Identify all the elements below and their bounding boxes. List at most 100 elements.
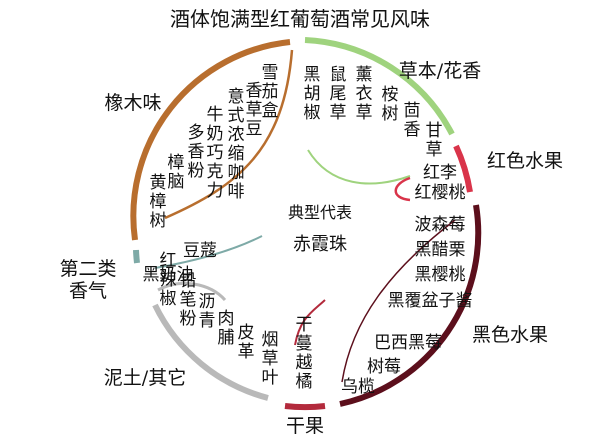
note-pepper-red: 红辣椒 — [160, 251, 177, 309]
note-cigar-box: 雪茄盒 — [262, 63, 279, 121]
center-label: 典型代表 — [288, 203, 352, 222]
svg-text:蔓: 蔓 — [296, 334, 313, 354]
note-blackberry-jam: 黑覆盆子酱 — [388, 291, 473, 311]
note-brazilian-blackberry: 巴西黑莓 — [374, 333, 442, 353]
svg-text:椒: 椒 — [304, 103, 321, 123]
red-fruit-connector — [394, 176, 411, 202]
note-camphor: 樟脑 — [168, 153, 185, 192]
svg-text:多: 多 — [188, 123, 205, 143]
svg-text:沥: 沥 — [199, 292, 216, 312]
flavor-notes: 雪茄盒香草豆意式浓缩咖啡牛奶巧克力多香粉樟脑黄樟树黑胡椒鼠尾草薰衣草桉树茴香甘草… — [143, 63, 473, 397]
svg-text:香: 香 — [404, 120, 421, 140]
svg-text:黑覆盆子酱: 黑覆盆子酱 — [388, 291, 473, 311]
svg-text:辣: 辣 — [160, 270, 177, 290]
svg-text:盒: 盒 — [262, 101, 279, 121]
svg-text:巧: 巧 — [207, 143, 224, 163]
svg-text:力: 力 — [207, 181, 224, 201]
svg-text:树: 树 — [150, 211, 167, 231]
earth-connector — [157, 281, 227, 302]
svg-text:越: 越 — [296, 353, 313, 373]
red-fruit-arc — [453, 144, 473, 193]
center-wine: 赤霞珠 — [293, 234, 347, 255]
svg-text:粉: 粉 — [180, 309, 197, 329]
svg-text:甘: 甘 — [426, 121, 443, 141]
svg-text:红樱桃: 红樱桃 — [415, 183, 466, 203]
svg-text:黑樱桃: 黑樱桃 — [415, 265, 466, 285]
svg-text:黄: 黄 — [150, 173, 167, 193]
note-black-currant: 黑醋栗 — [415, 240, 466, 260]
black-fruit-arc — [339, 204, 482, 407]
svg-text:桉: 桉 — [382, 85, 399, 105]
svg-text:樟: 樟 — [150, 192, 167, 212]
note-black-pepper: 黑胡椒 — [304, 65, 321, 123]
svg-text:橘: 橘 — [296, 372, 313, 392]
svg-text:茄: 茄 — [262, 82, 279, 102]
note-vanilla: 香草豆 — [246, 81, 263, 139]
svg-text:豆: 豆 — [246, 119, 263, 139]
svg-text:奶: 奶 — [207, 124, 224, 144]
svg-text:巴西黑莓: 巴西黑莓 — [374, 333, 442, 353]
note-black-cherry: 黑樱桃 — [415, 265, 466, 285]
black-fruit-connector — [341, 219, 456, 383]
herb-connector — [307, 149, 411, 185]
svg-text:雪: 雪 — [262, 63, 279, 83]
svg-text:脑: 脑 — [168, 172, 185, 192]
svg-text:波森莓: 波森莓 — [415, 215, 466, 235]
svg-text:青: 青 — [199, 311, 216, 331]
svg-text:椒: 椒 — [160, 289, 177, 309]
herb-floral-arc — [304, 37, 455, 136]
svg-text:笔: 笔 — [180, 290, 197, 310]
svg-text:烟: 烟 — [262, 330, 279, 350]
note-sage: 鼠尾草 — [330, 65, 347, 123]
svg-text:黑醋栗: 黑醋栗 — [415, 240, 466, 260]
svg-text:草: 草 — [262, 349, 279, 369]
svg-text:胡: 胡 — [304, 84, 321, 104]
note-eucalyptus: 桉树 — [382, 85, 399, 124]
earth-arc — [152, 303, 269, 401]
oak-connector — [164, 49, 294, 220]
svg-text:牛: 牛 — [207, 105, 224, 125]
svg-text:尾: 尾 — [330, 84, 347, 104]
svg-text:意: 意 — [228, 87, 245, 107]
category-oak: 橡木味 — [104, 92, 161, 114]
note-licorice: 甘草 — [426, 121, 443, 160]
svg-text:黑: 黑 — [304, 65, 321, 85]
svg-text:脯: 脯 — [218, 328, 235, 348]
category-red-fruit: 红色水果 — [487, 150, 563, 172]
svg-text:香: 香 — [246, 81, 263, 101]
category-earth: 泥土/其它 — [104, 367, 186, 389]
svg-text:啡: 啡 — [228, 182, 245, 202]
category-dried-fruit: 干果 — [286, 415, 324, 437]
dried-fruit-connector — [294, 299, 326, 346]
svg-text:铅: 铅 — [180, 271, 197, 291]
secondary-arc — [133, 249, 140, 264]
svg-text:式: 式 — [228, 106, 245, 126]
diagram-title: 酒体饱满型红葡萄酒常见风味 — [170, 7, 430, 31]
svg-text:草: 草 — [356, 103, 373, 123]
svg-text:革: 革 — [238, 342, 255, 362]
svg-text:树: 树 — [382, 104, 399, 124]
category-herb-floral: 草本/花香 — [399, 60, 481, 82]
svg-text:鼠: 鼠 — [330, 65, 347, 85]
note-asphalt: 沥青 — [199, 292, 216, 331]
svg-text:红李: 红李 — [423, 163, 457, 183]
svg-text:皮: 皮 — [238, 323, 255, 343]
svg-text:缩: 缩 — [228, 144, 245, 164]
category-secondary-line1: 第二类 — [59, 258, 116, 280]
note-red-plum: 红李 — [423, 163, 457, 183]
note-cardamom: 豆蔻 — [183, 241, 217, 261]
svg-text:粉: 粉 — [188, 161, 205, 181]
note-allspice: 多香粉 — [188, 123, 205, 181]
note-graphite: 铅笔粉 — [180, 271, 197, 329]
note-olive: 乌榄 — [341, 377, 375, 397]
svg-text:树莓: 树莓 — [367, 357, 401, 377]
svg-text:衣: 衣 — [356, 84, 373, 104]
note-lavender: 薰衣草 — [356, 65, 373, 123]
dried-fruit-arc — [284, 403, 326, 411]
note-butter: 黑奶油 — [143, 265, 194, 285]
svg-text:乌榄: 乌榄 — [341, 377, 375, 397]
note-red-cherry: 红樱桃 — [415, 183, 466, 203]
